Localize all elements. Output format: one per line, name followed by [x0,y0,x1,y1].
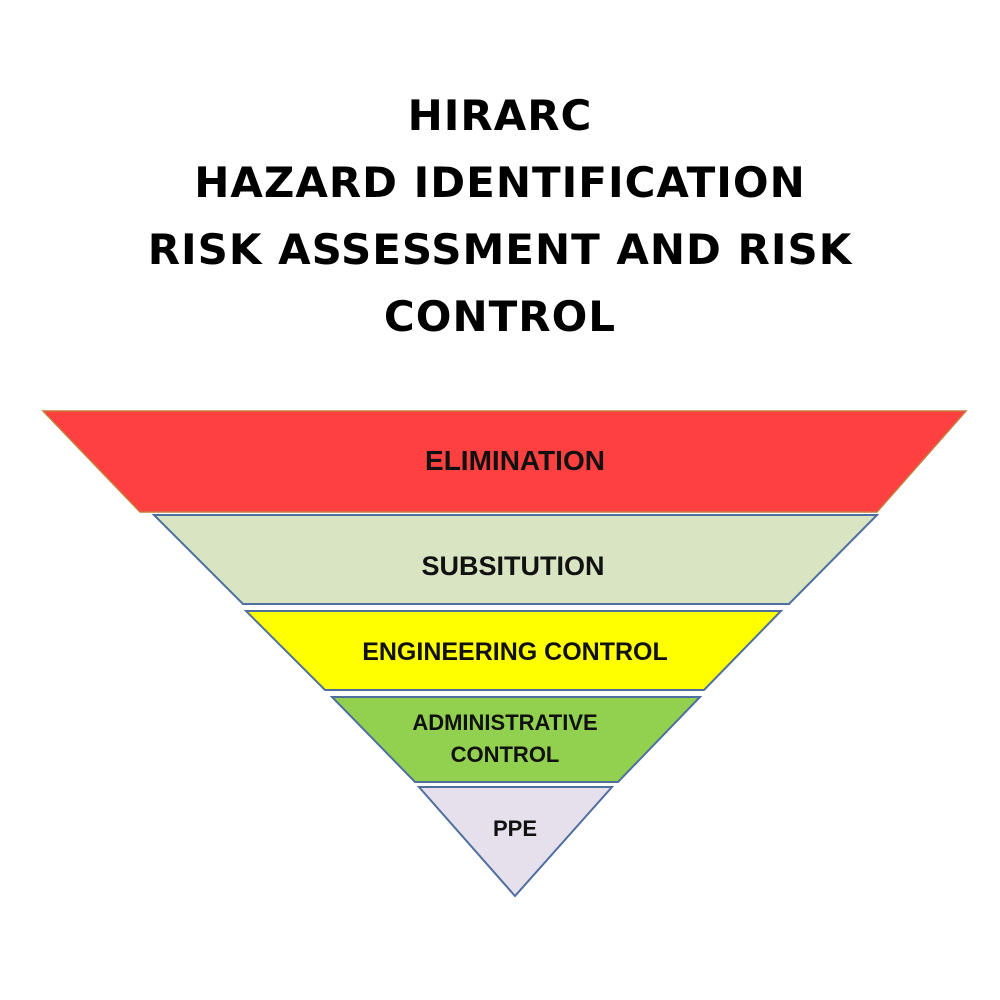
tier-4-shape [329,696,703,783]
page-title: HIRARC HAZARD IDENTIFICATION RISK ASSESS… [0,82,1000,350]
tier-5-shape [416,786,615,898]
tier-4-label-line-2: CONTROL [451,742,560,767]
tier-1-label: ELIMINATION [425,445,605,476]
tier-4-label-line-1: ADMINISTRATIVE [412,710,597,735]
tier-2-label: SUBSITUTION [421,551,604,581]
tier-5-label: PPE [493,816,537,841]
title-line-2: HAZARD IDENTIFICATION [194,158,806,207]
title-line-3: RISK ASSESSMENT AND RISK [147,225,853,274]
title-line-1: HIRARC [407,91,593,140]
tier-3-shape [243,610,784,691]
tier-1-shape [41,410,968,513]
title-line-4: CONTROL [383,292,617,341]
tier-2-shape [151,514,880,605]
tier-3-label: ENGINEERING CONTROL [362,638,668,666]
